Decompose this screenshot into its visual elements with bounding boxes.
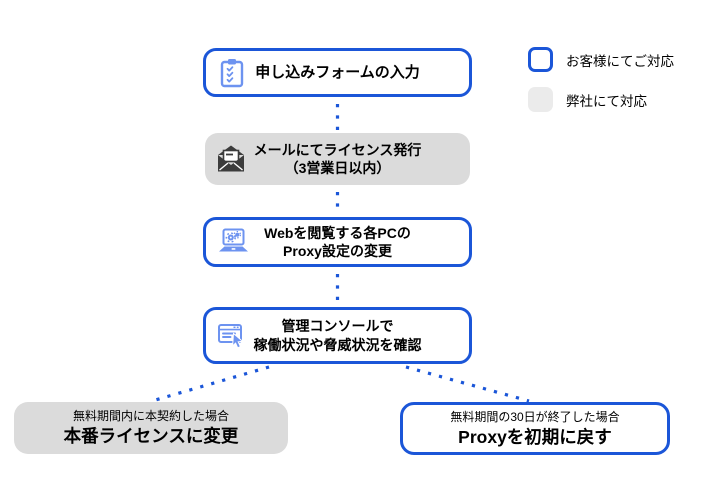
branch-action: Proxyを初期に戻す	[458, 426, 612, 447]
laptop-gears-icon	[215, 227, 252, 258]
branch-condition: 無料期間内に本契約した場合	[72, 409, 229, 423]
dotted-connector-branch-left	[151, 365, 270, 403]
branch-action: 本番ライセンスに変更	[63, 426, 239, 446]
step-label: 申し込みフォームの入力	[255, 63, 420, 81]
legend-label-company: 弊社にて対応	[566, 93, 647, 109]
step-proxy-setting: Webを閲覧する各PCの Proxy設定の変更	[203, 217, 472, 267]
console-window-icon	[215, 320, 247, 352]
step-label: 管理コンソールで 稼働状況や脅威状況を確認	[253, 318, 422, 353]
step-admin-console: 管理コンソールで 稼働状況や脅威状況を確認	[203, 307, 472, 364]
branch-production-license: 無料期間内に本契約した場合 本番ライセンスに変更	[14, 402, 288, 454]
step-application-form: 申し込みフォームの入力	[203, 48, 472, 97]
step-license-email: メールにてライセンス発行 （3営業日以内）	[205, 133, 470, 185]
legend-item-customer: お客様にてご対応	[528, 47, 674, 72]
step-label: Webを閲覧する各PCの Proxy設定の変更	[264, 224, 411, 259]
legend-item-company: 弊社にて対応	[528, 87, 647, 112]
open-mail-icon	[214, 142, 248, 176]
company-swatch	[528, 87, 553, 112]
step-label: メールにてライセンス発行 （3営業日以内）	[253, 141, 422, 176]
branch-condition: 無料期間の30日が終了した場合	[450, 409, 620, 424]
customer-swatch	[528, 47, 553, 72]
legend-label-customer: お客様にてご対応	[566, 53, 674, 69]
dotted-connector-branch-right	[405, 365, 530, 403]
clipboard-check-icon	[215, 56, 249, 90]
branch-proxy-reset: 無料期間の30日が終了した場合 Proxyを初期に戻す	[400, 402, 670, 455]
